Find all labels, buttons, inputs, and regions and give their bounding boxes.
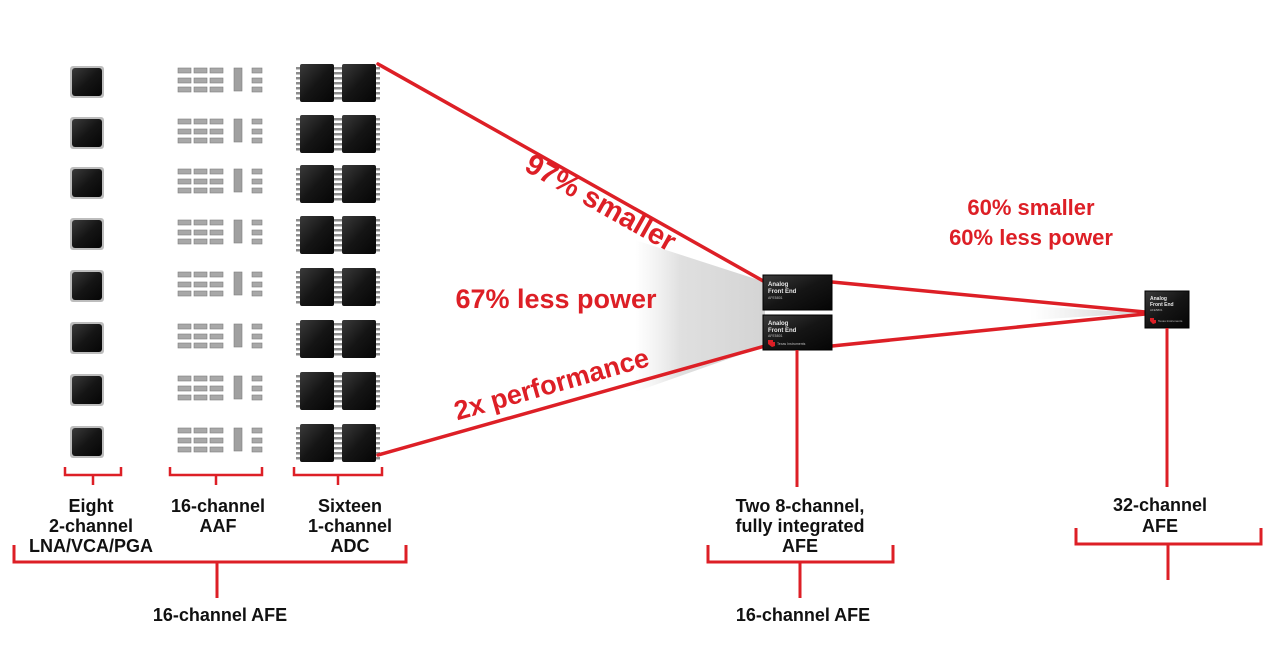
aaf-component-icon [177, 427, 263, 453]
adc-chip-icon [296, 115, 338, 153]
ti-logo-icon [1150, 318, 1156, 324]
svg-text:Analog: Analog [768, 282, 789, 288]
adc-chip-icon [338, 115, 380, 153]
svg-text:Front End: Front End [768, 328, 797, 334]
ti-logo-icon [768, 340, 775, 347]
afe-chip-upper: Analog Front End AFE5801 [762, 274, 833, 311]
label-mid-line1: Two 8-channel, [736, 496, 865, 516]
svg-text:Analog: Analog [1150, 296, 1167, 302]
aaf-component-icon [177, 271, 263, 297]
svg-text:AFE5801: AFE5801 [768, 296, 783, 300]
bracket-right-total [1074, 528, 1263, 580]
svg-text:AFE5801: AFE5801 [1150, 308, 1163, 312]
label-aaf-line1: 16-channel [171, 496, 265, 516]
aaf-passive-component-column [177, 67, 263, 453]
lna-vca-pga-chip-icon [70, 270, 104, 302]
aaf-component-icon [177, 219, 263, 245]
adc-chip-icon [296, 216, 338, 254]
total-label-left: 16-channel AFE [153, 605, 287, 625]
claim-smaller-second: 60% smaller [967, 195, 1095, 220]
bracket-aaf [168, 467, 264, 485]
claim-power-second: 60% less power [949, 225, 1113, 250]
lna-vca-pga-chip-column [70, 66, 104, 458]
bracket-adc [292, 467, 384, 485]
label-adc-line1: Sixteen [318, 496, 382, 516]
label-adc-line3: ADC [331, 536, 370, 556]
lna-vca-pga-chip-icon [70, 374, 104, 406]
fan-shade-second [1030, 306, 1145, 320]
adc-chip-icon [338, 64, 380, 102]
fan-line-bottom-second [830, 312, 1147, 348]
adc-chip-icon [338, 320, 380, 358]
adc-chip-icon [338, 424, 380, 462]
label-right-line2: AFE [1142, 516, 1178, 536]
adc-chip-icon [296, 424, 338, 462]
adc-chip-column [296, 64, 380, 462]
adc-chip-icon [296, 165, 338, 203]
label-aaf-line2: AAF [200, 516, 237, 536]
lna-vca-pga-chip-icon [70, 66, 104, 98]
afe-chip-lower: Analog Front End AFE5801 Texas Instrumen… [762, 314, 833, 351]
bracket-middle-total [706, 545, 895, 598]
adc-chip-icon [296, 64, 338, 102]
fan-line-bottom-first [376, 344, 767, 457]
label-lna-line1: Eight [69, 496, 114, 516]
lna-vca-pga-chip-icon [70, 218, 104, 250]
claim-performance-first: 2x performance [451, 343, 653, 427]
aaf-component-icon [177, 67, 263, 93]
afe-chip-32ch: Analog Front End AFE5801 Texas Instrumen… [1144, 290, 1190, 329]
lna-vca-pga-chip-icon [70, 117, 104, 149]
adc-chip-icon [296, 320, 338, 358]
svg-text:Front End: Front End [768, 289, 797, 295]
bracket-left-total [12, 545, 408, 598]
fan-shade-first [635, 240, 765, 392]
lna-vca-pga-chip-icon [70, 322, 104, 354]
aaf-component-icon [177, 168, 263, 194]
aaf-component-icon [177, 118, 263, 144]
adc-chip-icon [296, 268, 338, 306]
svg-text:Texas Instruments: Texas Instruments [1158, 319, 1183, 323]
adc-chip-icon [338, 372, 380, 410]
svg-text:Texas Instruments: Texas Instruments [777, 342, 806, 346]
lna-vca-pga-chip-icon [70, 167, 104, 199]
label-lna-line2: 2-channel [49, 516, 133, 536]
label-mid-line2: fully integrated [735, 516, 864, 536]
aaf-component-icon [177, 375, 263, 401]
claim-power-first: 67% less power [455, 284, 657, 314]
adc-chip-icon [338, 216, 380, 254]
total-label-middle: 16-channel AFE [736, 605, 870, 625]
svg-text:Analog: Analog [768, 321, 789, 327]
fan-line-top-second [830, 280, 1147, 314]
lna-vca-pga-chip-icon [70, 426, 104, 458]
label-adc-line2: 1-channel [308, 516, 392, 536]
label-lna-line3: LNA/VCA/PGA [29, 536, 153, 556]
adc-chip-icon [296, 372, 338, 410]
bracket-lna [63, 467, 123, 485]
adc-chip-icon [338, 165, 380, 203]
aaf-component-icon [177, 323, 263, 349]
svg-text:AFE5801: AFE5801 [768, 334, 783, 338]
claim-smaller-first: 97% smaller [520, 148, 682, 258]
svg-text:Front End: Front End [1150, 302, 1174, 308]
label-mid-line3: AFE [782, 536, 818, 556]
fan-line-top-first [376, 62, 767, 284]
label-right-line1: 32-channel [1113, 495, 1207, 515]
adc-chip-icon [338, 268, 380, 306]
